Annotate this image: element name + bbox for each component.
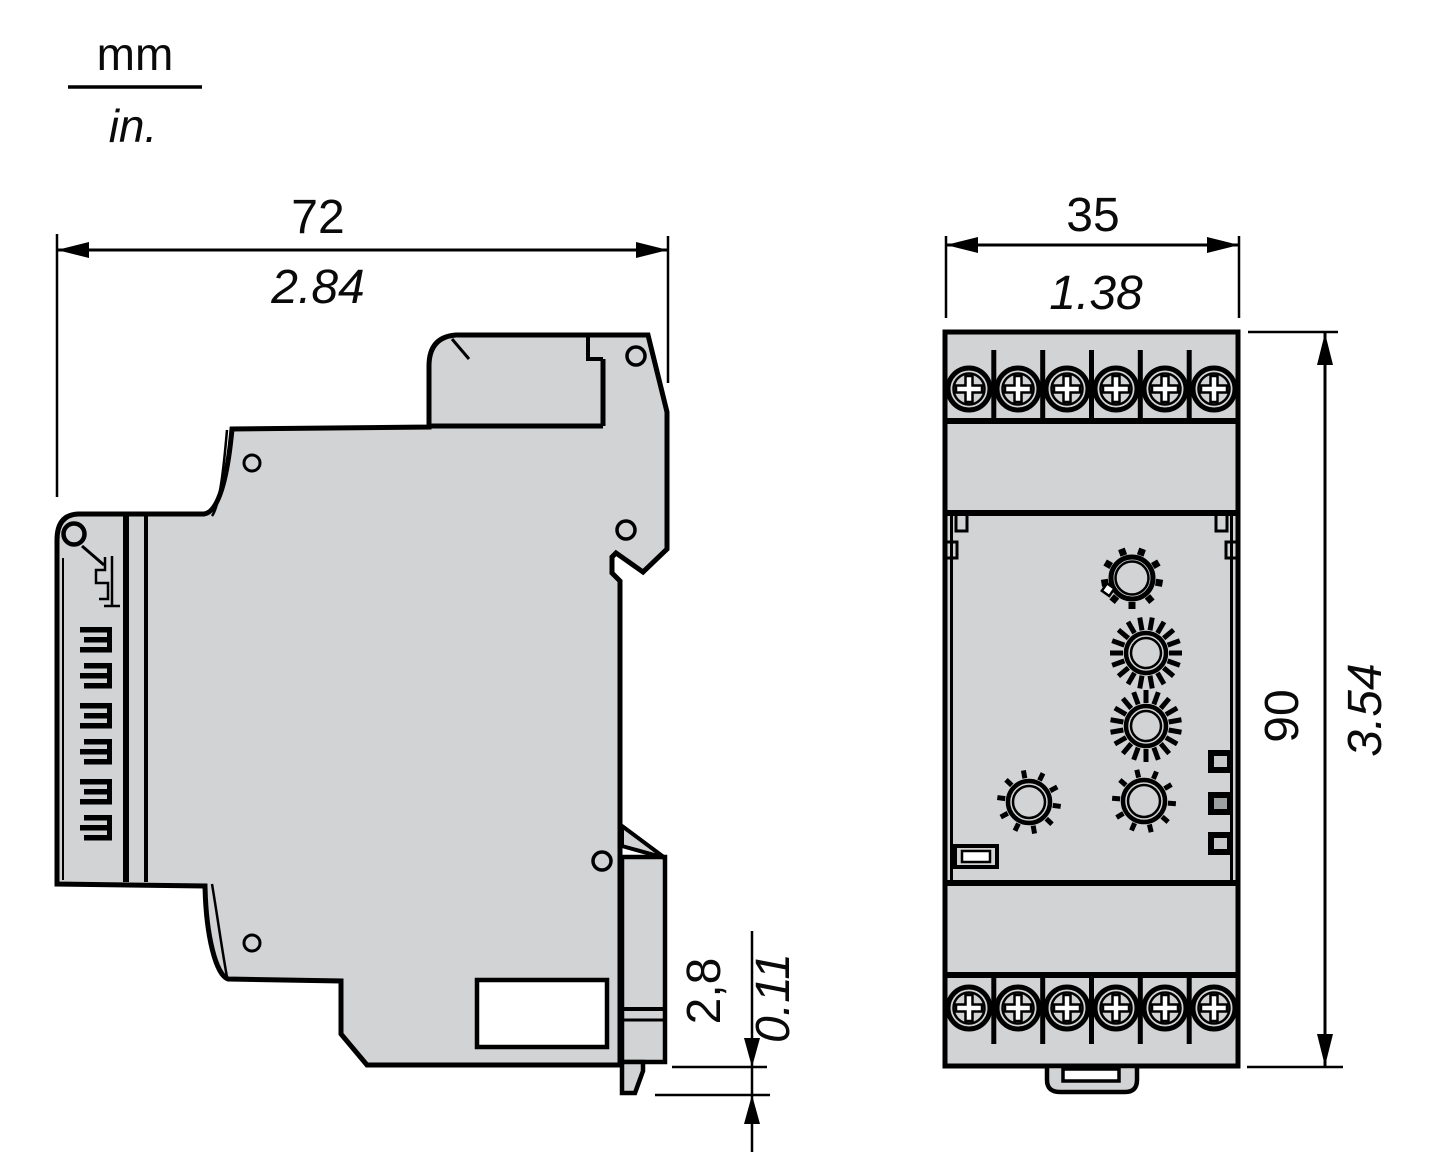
top-terminal-block bbox=[945, 350, 1238, 424]
bottom-terminal-block bbox=[945, 972, 1238, 1044]
bezel-chamfer-line bbox=[81, 544, 105, 567]
housing-hole bbox=[615, 519, 637, 541]
knob-profile-teeth-2 bbox=[80, 703, 112, 765]
led-indicator-1 bbox=[1208, 750, 1233, 773]
terminal-screw bbox=[1095, 368, 1137, 410]
din-rail-latch bbox=[619, 822, 668, 1096]
led-indicator-3 bbox=[1208, 832, 1233, 855]
knob-profile-teeth-1 bbox=[80, 627, 112, 689]
terminal-screw bbox=[1144, 987, 1186, 1029]
legend-metric-label: mm bbox=[97, 28, 174, 80]
clip-in-label: 0.11 bbox=[747, 953, 800, 1043]
mounting-tab-slot bbox=[1061, 1067, 1121, 1083]
rotary-knob-1 bbox=[1100, 547, 1164, 609]
clip-mm-label: 2,8 bbox=[678, 958, 731, 1025]
terminal-screw bbox=[948, 987, 990, 1029]
rotary-knob-4 bbox=[996, 770, 1062, 834]
arrowhead-down-icon bbox=[744, 1038, 760, 1067]
legend-imperial-label: in. bbox=[109, 100, 158, 152]
seam-curve-bottom bbox=[210, 883, 229, 978]
side-width-dimension: 72 2.84 bbox=[55, 191, 670, 497]
label-window bbox=[953, 844, 999, 869]
button-profile bbox=[94, 557, 110, 601]
arrowhead-right-icon bbox=[1207, 237, 1239, 253]
terminal-screw bbox=[1193, 987, 1235, 1029]
seam-curve-top bbox=[210, 429, 229, 517]
front-height-dimension: 90 3.54 bbox=[1247, 330, 1392, 1069]
housing-hole bbox=[242, 933, 262, 953]
terminal-screw bbox=[1193, 368, 1235, 410]
housing-hole bbox=[242, 453, 262, 473]
faceplate-corner-tab bbox=[1214, 511, 1229, 533]
din-rail-slot bbox=[474, 977, 610, 1050]
side-body bbox=[54, 332, 670, 1068]
latch-foot bbox=[619, 1059, 646, 1096]
clip-height-dimension: 2,8 0.11 bbox=[655, 931, 800, 1152]
rotary-knob-2 bbox=[1110, 617, 1182, 689]
side-width-in-label: 2.84 bbox=[270, 261, 364, 314]
mounting-tab bbox=[1044, 1063, 1140, 1095]
terminal-screw bbox=[1046, 987, 1088, 1029]
knob-profile-teeth-3 bbox=[80, 779, 112, 841]
arrowhead-down-icon bbox=[1317, 1034, 1333, 1066]
rotary-knob-5 bbox=[1111, 769, 1177, 833]
arrowhead-left-icon bbox=[946, 237, 978, 253]
front-width-in-label: 1.38 bbox=[1049, 267, 1143, 320]
units-legend: mm in. bbox=[68, 28, 202, 152]
faceplate-corner-tab bbox=[954, 511, 969, 533]
housing-hole bbox=[591, 850, 613, 872]
housing-hole bbox=[625, 345, 647, 367]
terminal-screw bbox=[1144, 368, 1186, 410]
face-plate bbox=[943, 510, 1240, 886]
front-width-mm-label: 35 bbox=[1066, 189, 1119, 242]
bezel-hinge-hole bbox=[61, 521, 87, 547]
arrowhead-up-icon bbox=[744, 1095, 760, 1124]
side-width-mm-label: 72 bbox=[291, 191, 344, 244]
knob-pointer-icon bbox=[1100, 581, 1117, 598]
front-width-dimension: 35 1.38 bbox=[944, 189, 1241, 320]
cover-corner-line bbox=[450, 338, 471, 360]
front-height-mm-label: 90 bbox=[1256, 689, 1309, 742]
led-indicator-2 bbox=[1208, 792, 1233, 815]
terminal-screw bbox=[948, 368, 990, 410]
terminal-screw bbox=[997, 987, 1039, 1029]
faceplate-corner-tab bbox=[1224, 540, 1240, 560]
side-view: 72 2.84 2,8 0.11 bbox=[54, 191, 800, 1152]
front-body bbox=[942, 329, 1241, 1069]
arrowhead-left-icon bbox=[57, 242, 89, 258]
rotary-knob-3 bbox=[1110, 690, 1182, 762]
faceplate-corner-tab bbox=[943, 540, 959, 560]
terminal-screw bbox=[997, 368, 1039, 410]
terminal-screw bbox=[1095, 987, 1137, 1029]
arrowhead-right-icon bbox=[636, 242, 668, 258]
terminal-cover-step bbox=[586, 335, 603, 361]
terminal-screw bbox=[1046, 368, 1088, 410]
front-view: 35 1.38 90 3.54 bbox=[942, 189, 1392, 1095]
front-height-in-label: 3.54 bbox=[1339, 663, 1392, 756]
arrowhead-up-icon bbox=[1317, 333, 1333, 365]
